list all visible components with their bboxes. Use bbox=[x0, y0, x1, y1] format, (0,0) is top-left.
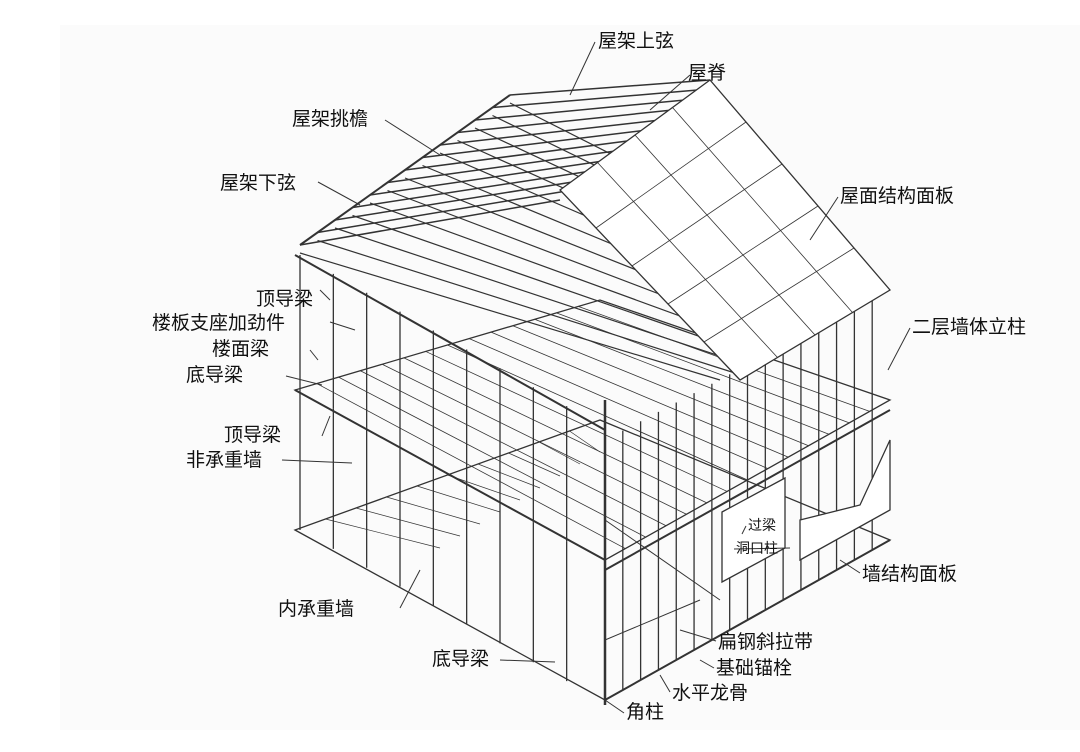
floor-joist bbox=[490, 331, 789, 458]
label-bottom-track-upper: 底导梁 bbox=[186, 364, 244, 386]
truss-top-chord bbox=[457, 109, 673, 134]
floor-joist bbox=[316, 383, 626, 549]
label-eave-overhang: 屋架挑檐 bbox=[292, 108, 369, 130]
truss-top-chord bbox=[404, 139, 636, 171]
leader-line bbox=[309, 349, 319, 361]
ground-floor-joist bbox=[325, 518, 441, 549]
floor-joist bbox=[338, 376, 646, 538]
truss-bottom-chord bbox=[317, 239, 734, 374]
leader-line bbox=[887, 327, 911, 371]
label-interior-bearing-wall: 内承重墙 bbox=[278, 598, 355, 620]
ground-floor-joist bbox=[508, 452, 561, 477]
truss-top-chord bbox=[369, 159, 611, 196]
label-floor-joist: 楼面梁 bbox=[212, 338, 270, 360]
leader-line bbox=[733, 547, 791, 550]
left-top-track bbox=[294, 389, 606, 561]
leader-line bbox=[569, 41, 596, 96]
roof-panel-seam bbox=[672, 107, 853, 313]
truss-bottom-chord bbox=[299, 252, 721, 381]
label-non-bearing-wall: 非承重墙 bbox=[186, 449, 263, 471]
label-top-chord: 屋架上弦 bbox=[598, 30, 675, 52]
floor-joist bbox=[360, 370, 667, 527]
label-top-track-lower: 顶导梁 bbox=[224, 424, 282, 446]
roof-panel-seam bbox=[597, 162, 778, 358]
flat-strap bbox=[604, 519, 721, 601]
label-floor-stiffener: 楼板支座加劲件 bbox=[152, 312, 286, 334]
leader-line bbox=[319, 289, 331, 301]
diagram-background bbox=[60, 25, 1080, 730]
truss-top-chord bbox=[474, 99, 686, 121]
floor-joist bbox=[447, 344, 748, 481]
roof-sheathing-panel bbox=[559, 79, 891, 381]
label-corner-post: 角柱 bbox=[626, 701, 665, 723]
leader-line bbox=[839, 559, 861, 574]
leader-line bbox=[699, 659, 715, 669]
truss-top-chord bbox=[492, 89, 698, 109]
ground-floor-joist bbox=[538, 441, 581, 465]
label-top-track-upper: 顶导梁 bbox=[256, 288, 314, 310]
label-header: 过梁 bbox=[748, 518, 776, 534]
leader-line bbox=[679, 629, 717, 642]
leader-line bbox=[809, 196, 839, 241]
leader-line bbox=[604, 699, 625, 714]
label-flat-strap-bracing: 扁钢斜拉带 bbox=[718, 631, 814, 653]
flat-strap bbox=[604, 599, 701, 641]
leader-line bbox=[329, 321, 356, 331]
eave-line bbox=[299, 94, 511, 246]
ground-floor-joist bbox=[355, 507, 461, 537]
leader-line bbox=[317, 181, 361, 206]
truss-top-chord bbox=[299, 199, 561, 246]
floor-joist bbox=[425, 351, 728, 492]
label-second-floor-stud: 二层墙体立柱 bbox=[912, 316, 1027, 338]
upper-top-track bbox=[294, 254, 606, 431]
wall-sheathing-panel bbox=[799, 439, 891, 562]
roof-panel-seam bbox=[634, 134, 816, 336]
truss-top-chord bbox=[509, 79, 711, 96]
truss-top-chord bbox=[317, 189, 573, 234]
label-ridge: 屋脊 bbox=[688, 62, 727, 84]
leader-line bbox=[321, 415, 331, 437]
floor-joist bbox=[403, 357, 707, 504]
right-wall-bottom-track bbox=[604, 539, 891, 701]
leader-line bbox=[384, 119, 441, 156]
leader-line bbox=[281, 459, 353, 464]
floor-joist bbox=[469, 338, 769, 469]
ground-floor-joist bbox=[477, 463, 541, 489]
label-roof-sheathing: 屋面结构面板 bbox=[840, 185, 955, 207]
truss-bottom-chord bbox=[334, 227, 747, 366]
leader-line bbox=[741, 525, 747, 535]
label-bottom-track-lower: 底导梁 bbox=[432, 648, 490, 670]
truss-top-chord bbox=[387, 149, 623, 184]
leader-line bbox=[499, 659, 556, 663]
right-wall-top-track bbox=[604, 409, 891, 571]
label-bottom-chord: 屋架下弦 bbox=[220, 172, 297, 194]
leader-line bbox=[399, 569, 421, 609]
ground-floor-joist bbox=[569, 430, 601, 453]
label-anchor-bolt: 基础锚栓 bbox=[716, 657, 793, 679]
leader-line bbox=[659, 674, 671, 693]
label-wall-sheathing: 墙结构面板 bbox=[862, 563, 958, 585]
label-jamb-stud: 洞口柱 bbox=[736, 541, 778, 557]
truss-bottom-chord bbox=[352, 214, 761, 359]
floor-joist bbox=[512, 325, 809, 447]
leader-line bbox=[285, 375, 323, 386]
label-bridging: 水平龙骨 bbox=[672, 682, 749, 704]
truss-top-chord bbox=[352, 169, 598, 209]
truss-top-chord bbox=[422, 129, 648, 159]
truss-top-chord bbox=[439, 119, 661, 146]
ground-floor-joist bbox=[416, 485, 501, 513]
leader-line bbox=[649, 74, 691, 111]
